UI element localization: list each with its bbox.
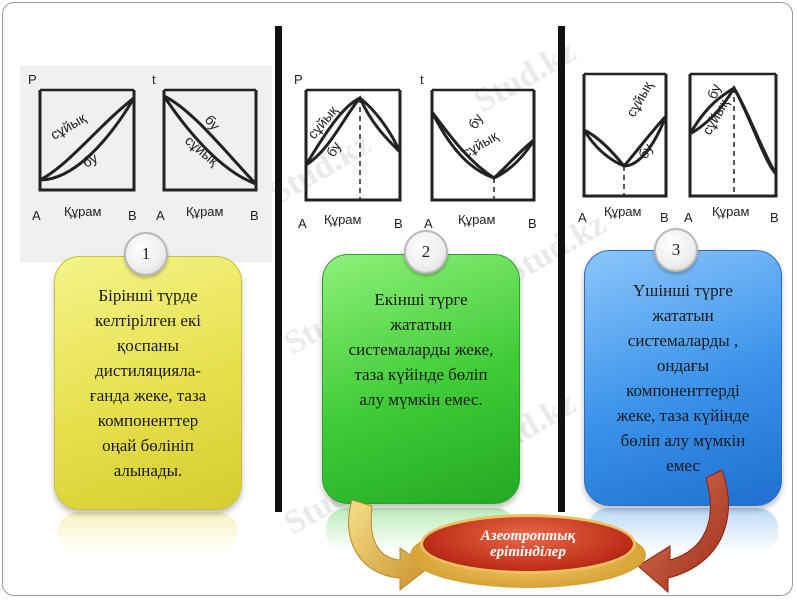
phase-diagram-1b: t бу сұйық A Құрам B [152,72,259,223]
y-axis-letter: t [420,72,424,87]
phase-diagram-2a: P сұйық бу A Құрам B [294,72,403,230]
x-axis-left-letter: A [578,210,587,225]
step-number-2: 2 [404,230,448,274]
phase-diagram-3b: бу сұйық A Құрам B [684,72,779,225]
text-line: алынады. [113,461,183,480]
phase-diagram-1a: P сұйық бу A Құрам B [28,72,137,223]
lower-curve-label: бу [323,139,344,160]
x-axis-right-letter: B [770,210,779,225]
card-text-1: Бірінші түрде келтірілген екі қоспаны ди… [90,283,206,483]
text-line: алу мүмкін емес. [359,389,483,409]
x-axis-right-letter: B [128,208,137,223]
text-line: жататын [390,314,452,334]
x-axis-right-letter: B [394,216,403,230]
x-axis-label: Құрам [64,204,102,219]
text-line: Бірінші түрде [98,286,198,305]
x-axis-label: Құрам [186,204,224,219]
x-axis-label: Құрам [458,212,496,227]
lower-curve-label: бу [635,141,656,162]
description-card-1: Бірінші түрде келтірілген екі қоспаны ди… [54,256,242,510]
text-line: емес [666,456,700,475]
x-axis-left-letter: A [156,208,165,223]
text-line: оңай бөлініп [102,436,194,455]
step-number-3: 3 [654,228,698,272]
x-axis-left-letter: A [32,208,41,223]
upper-curve-label: бу [704,82,724,101]
y-axis-letter: t [152,72,156,87]
step-number-1: 1 [124,232,168,276]
x-axis-label: Құрам [324,212,362,227]
text-line: ғанда жеке, таза [89,386,207,405]
x-axis-left-letter: A [298,216,307,230]
x-axis-label: Құрам [712,204,750,219]
column-divider [275,26,282,512]
card-text-3: Үшінші түрге жататын системаларды , онда… [617,278,750,478]
phase-diagram-2b: t бу сұйық A Құрам B [420,72,537,230]
x-axis-left-letter: A [684,210,693,225]
text-line: Екінші түрге [374,289,468,309]
text-line: қоспаны [117,336,179,355]
card-text-2: Екінші түрге жататын системаларды жеке, … [349,287,494,412]
text-line: ондағы [656,356,710,375]
description-card-3: Үшінші түрге жататын системаларды , онда… [584,250,782,506]
x-axis-right-letter: B [660,210,669,225]
x-axis-right-letter: B [528,216,537,230]
azeotrope-label: Азеотроптық ерітінділер [420,514,636,574]
text-line: Үшінші түрге [633,281,733,300]
card-reflection-1 [58,512,238,554]
x-axis-right-letter: B [250,208,259,223]
azeotrope-label-line1: Азеотроптық [480,528,576,544]
column-divider [558,26,565,512]
text-line: компоненттерді [626,381,740,400]
text-line: жеке, таза күйінде [616,406,750,425]
left-curved-arrow [348,499,429,592]
text-line: бөліп алу мүмкін [620,431,746,450]
phase-diagram-3a: сұйық бу A Құрам B [578,72,669,225]
text-line: системаларды , [627,331,739,350]
text-line: системаларды жеке, [348,339,494,359]
lower-curve-label: бу [80,149,101,170]
right-curved-arrow [637,469,729,594]
text-line: компоненттер [97,411,199,430]
text-line: келтірілген екі [95,311,201,330]
x-axis-label: Құрам [604,204,642,219]
text-line: дистиляцияла- [95,361,201,380]
upper-curve-label: бу [465,111,486,132]
text-line: таза күйінде бөліп [354,364,488,384]
x-axis-left-letter: A [424,216,433,230]
description-card-2: Екінші түрге жататын системаларды жеке, … [322,254,520,504]
y-axis-letter: P [294,72,303,87]
azeotrope-label-line2: ерітінділер [490,544,566,560]
y-axis-letter: P [28,72,37,87]
text-line: жататын [652,306,714,325]
